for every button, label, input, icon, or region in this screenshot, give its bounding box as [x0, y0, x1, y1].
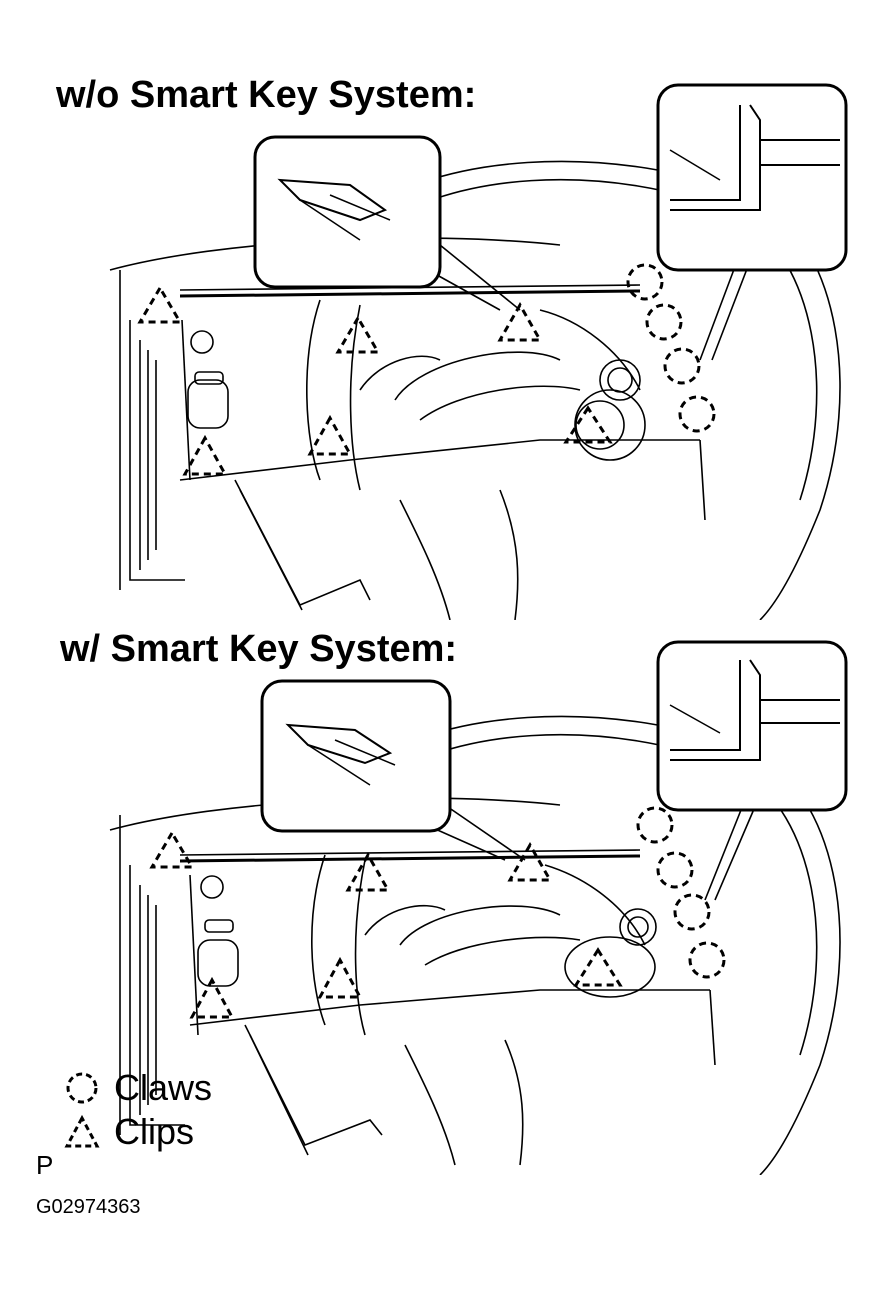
- claw-marker: [673, 893, 711, 931]
- legend-label-claws: Claws: [114, 1067, 213, 1108]
- clip-markers: [137, 285, 613, 476]
- claw-marker: [663, 347, 701, 385]
- claw-detail-inset: [656, 83, 848, 272]
- corner-mark: P: [36, 1150, 54, 1180]
- clip-marker: [345, 851, 391, 892]
- claw-marker: [636, 806, 674, 844]
- claw-markers: [636, 806, 726, 979]
- figure-code: G02974363: [36, 1196, 141, 1218]
- clip-marker: [137, 285, 183, 324]
- clip-marker: [317, 956, 363, 999]
- clip-marker: [182, 434, 228, 476]
- clip-marker: [189, 976, 235, 1019]
- legend-label-clips: Clips: [114, 1111, 195, 1152]
- dashed-triangle-icon: [64, 1114, 100, 1148]
- clip-markers: [149, 830, 623, 1019]
- clip-marker: [149, 830, 195, 869]
- diagram-heading-without-smart-key: w/o Smart Key System:: [56, 74, 477, 116]
- clip-marker: [497, 301, 543, 342]
- dashboard-illustration-without-smart-key: [109, 83, 848, 620]
- clip-detail-inset: [253, 135, 442, 289]
- claw-markers: [626, 263, 716, 433]
- clip-detail-inset: [260, 679, 452, 833]
- legend-item-clips: Clips: [62, 1110, 212, 1154]
- legend: Claws Clips: [62, 1066, 212, 1154]
- claw-detail-inset: [656, 640, 848, 812]
- clip-marker: [573, 947, 623, 987]
- dashboard-illustration-with-smart-key: [109, 640, 848, 1175]
- steering-and-dash-lines: [109, 160, 841, 620]
- claw-marker: [678, 395, 716, 433]
- clip-marker: [335, 315, 381, 354]
- dashed-circle-icon: [66, 1072, 98, 1104]
- diagram-heading-with-smart-key: w/ Smart Key System:: [60, 628, 458, 670]
- claw-marker: [688, 941, 726, 979]
- clip-marker: [507, 841, 553, 882]
- clip-marker: [307, 414, 353, 456]
- legend-item-claws: Claws: [62, 1066, 212, 1110]
- claw-marker: [645, 303, 683, 341]
- clip-marker: [563, 405, 613, 444]
- claw-marker: [656, 851, 694, 889]
- claw-marker: [626, 263, 664, 301]
